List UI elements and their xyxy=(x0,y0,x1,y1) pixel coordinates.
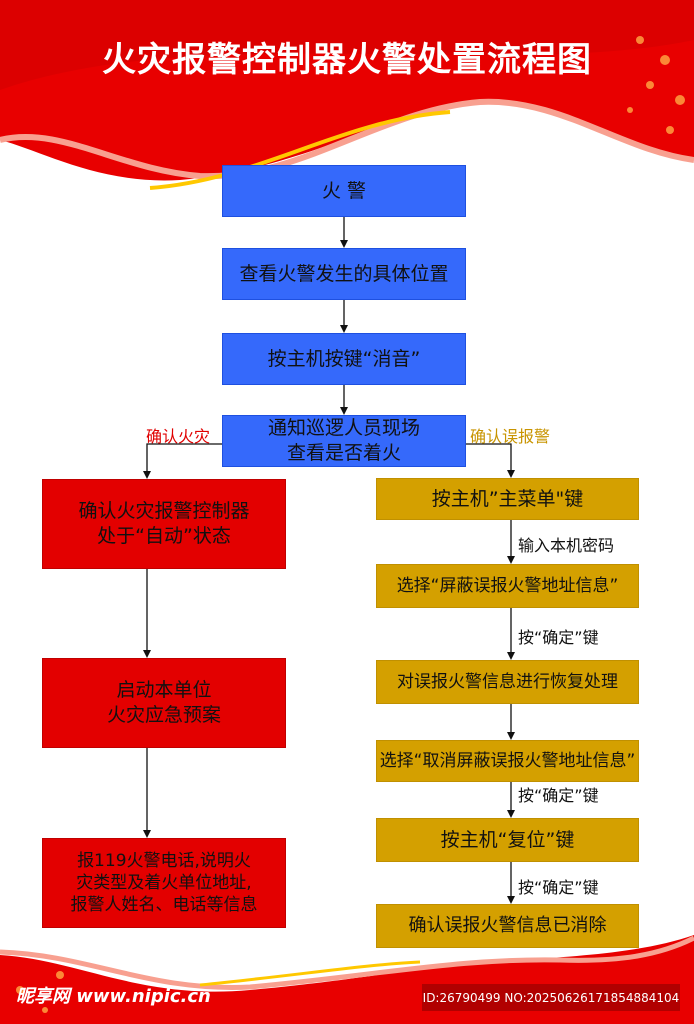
fire-step-emergency-plan: 启动本单位 火灾应急预案 xyxy=(42,658,286,748)
arrow-label-confirm-3: 按“确定”键 xyxy=(518,878,599,897)
arrowheads xyxy=(143,240,515,904)
arrow-label-password: 输入本机密码 xyxy=(518,536,615,555)
step-check-location: 查看火警发生的具体位置 xyxy=(222,248,466,300)
watermark-id: ID:26790499 NO:20250626171854884104 xyxy=(422,984,680,1011)
fire-step-call-119: 报119火警电话,说明火 灾类型及着火单位地址, 报警人姓名、电话等信息 xyxy=(42,838,286,928)
branch-label-fire: 确认火灾 xyxy=(146,427,211,446)
branch-label-false-alarm: 确认误报警 xyxy=(470,427,551,446)
fire-step-auto-mode: 确认火灾报警控制器 处于“自动”状态 xyxy=(42,479,286,569)
arrow-label-confirm-1: 按“确定”键 xyxy=(518,628,599,647)
false-step-unshield: 选择“取消屏蔽误报火警地址信息” xyxy=(376,740,639,782)
step-fire-alarm: 火 警 xyxy=(222,165,466,217)
false-step-shield: 选择“屏蔽误报火警地址信息” xyxy=(376,564,639,608)
step-silence: 按主机按键“消音” xyxy=(222,333,466,385)
false-step-restore: 对误报火警信息进行恢复处理 xyxy=(376,660,639,704)
page-title: 火灾报警控制器火警处置流程图 xyxy=(102,40,592,80)
arrow-label-confirm-2: 按“确定”键 xyxy=(518,786,599,805)
step-notify-patrol: 通知巡逻人员现场 查看是否着火 xyxy=(222,415,466,467)
false-step-main-menu: 按主机”主菜单"键 xyxy=(376,478,639,520)
watermark-logo: 昵享网 www.nipic.cn xyxy=(16,986,211,1007)
false-step-reset: 按主机“复位”键 xyxy=(376,818,639,862)
false-step-confirm-cleared: 确认误报火警信息已消除 xyxy=(376,904,639,948)
